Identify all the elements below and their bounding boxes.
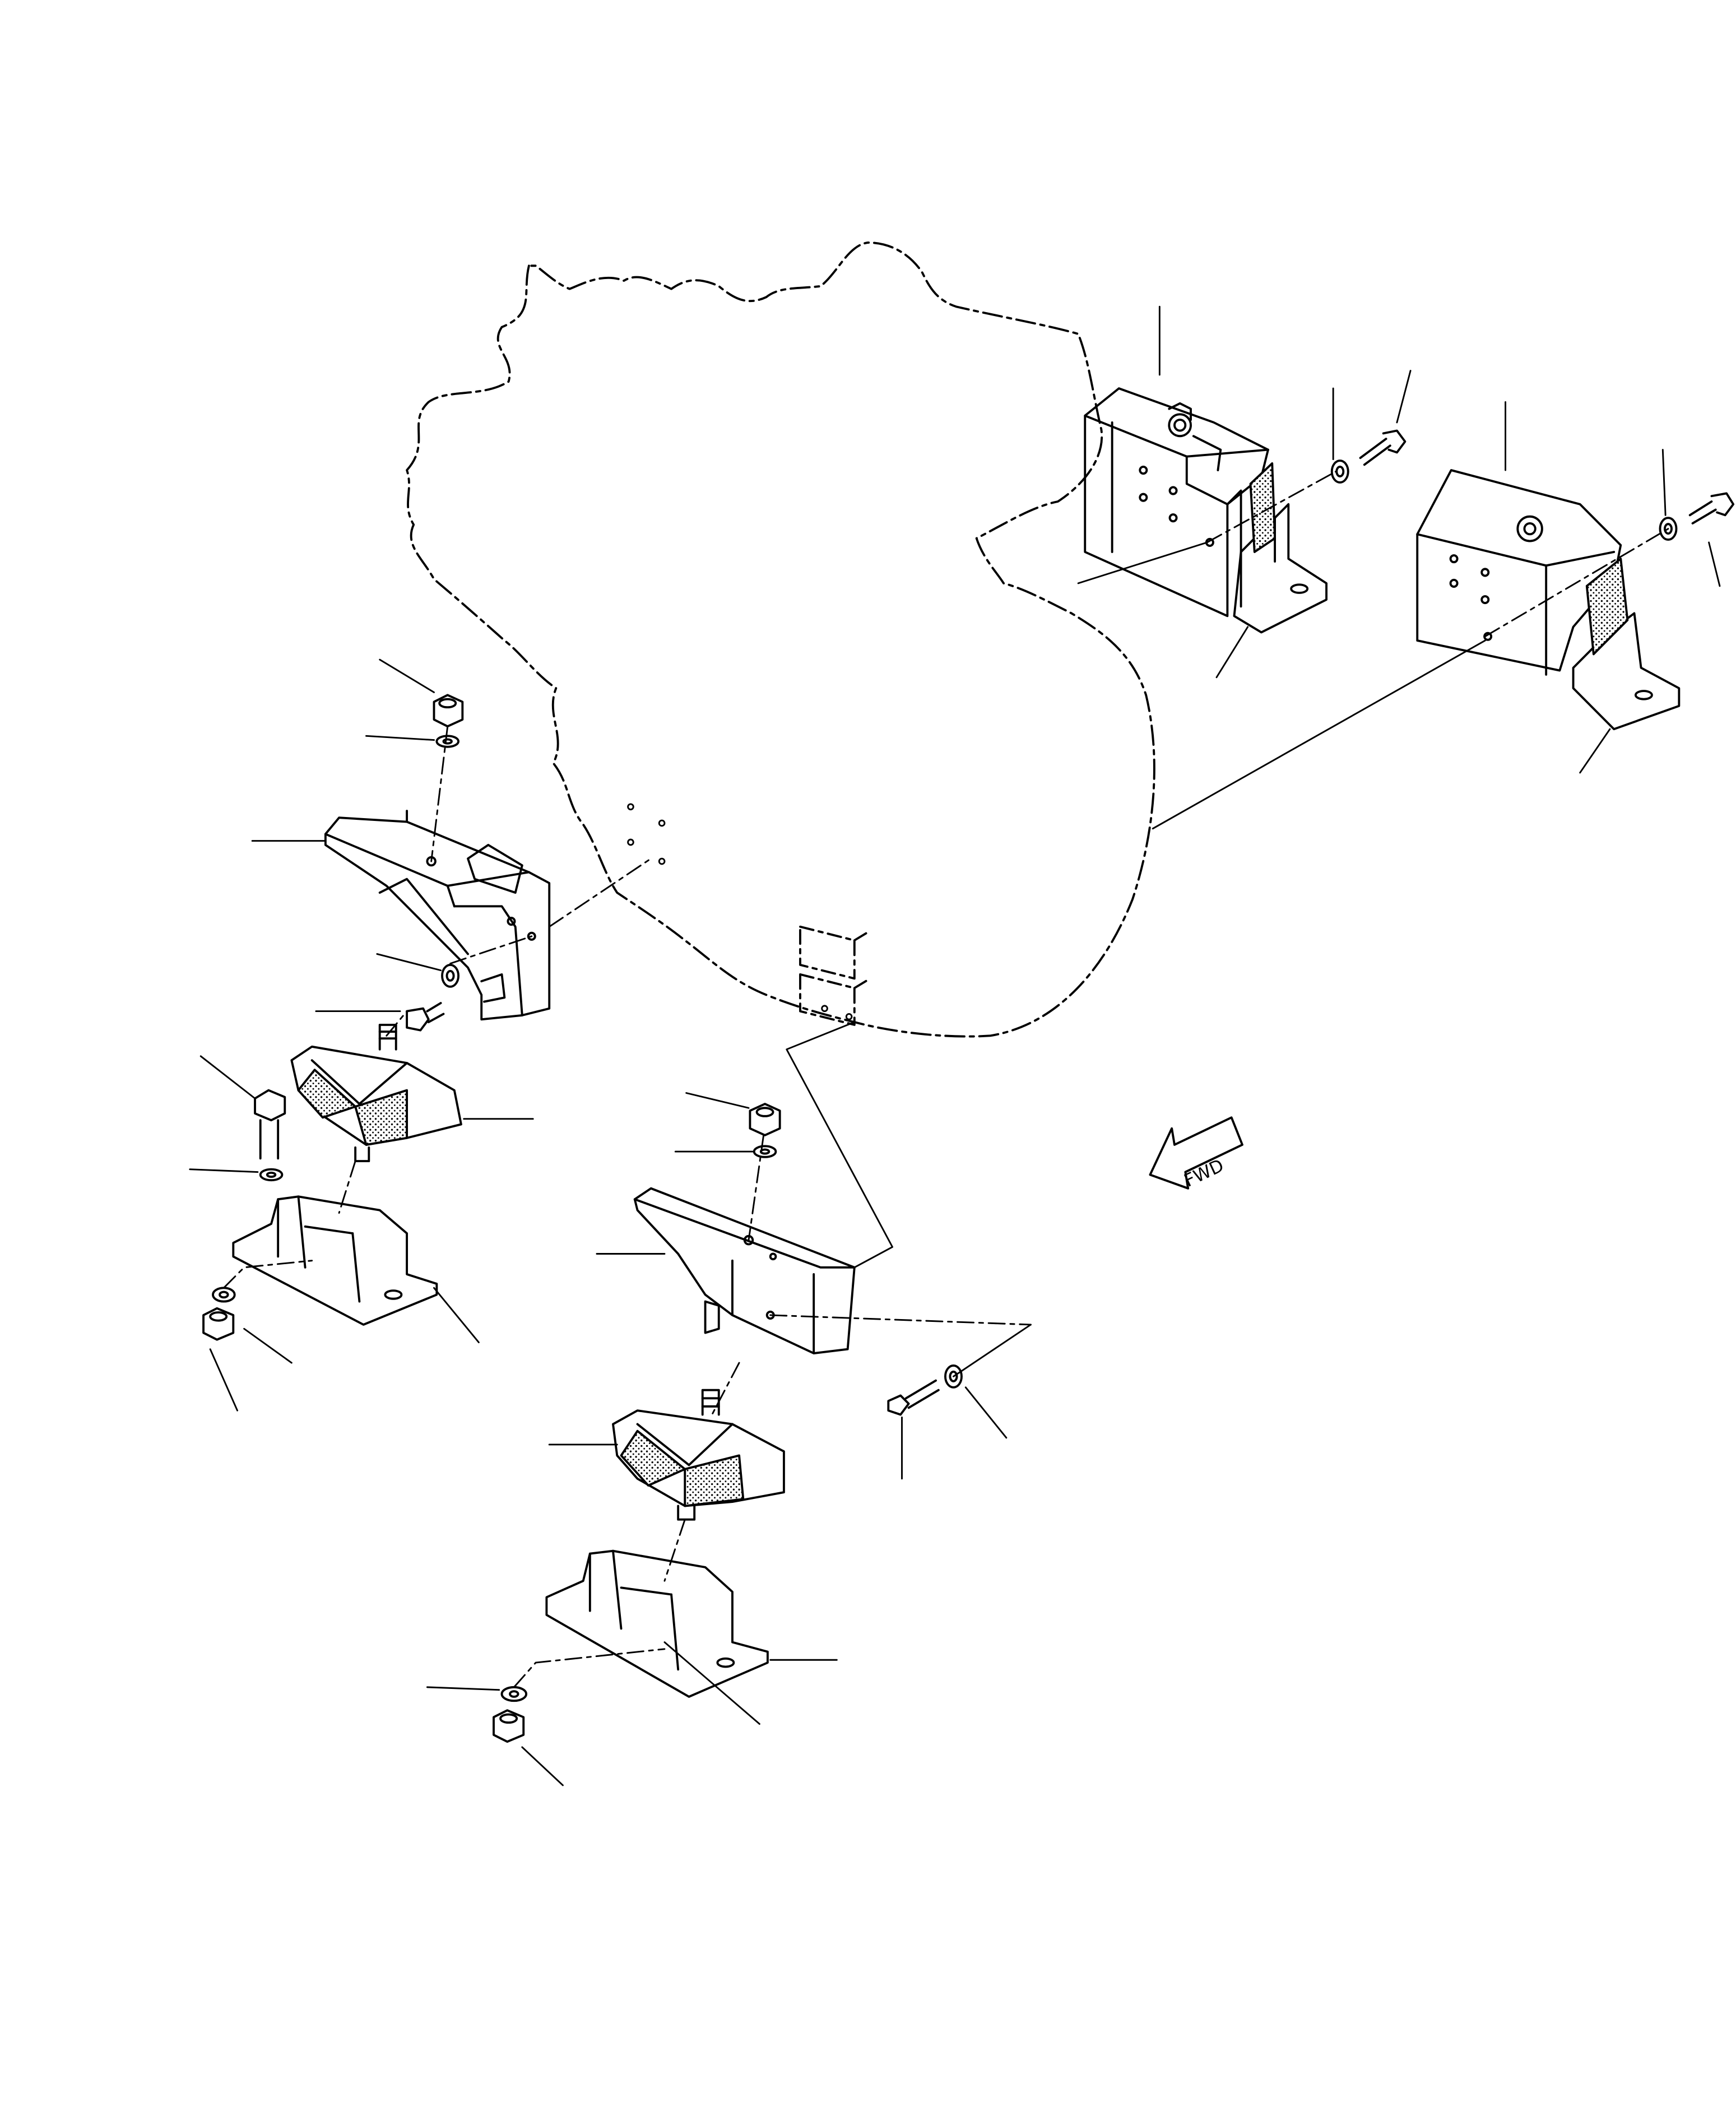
leader-lines [189,305,1721,1786]
washer-icon [259,1168,284,1182]
nut-icon [493,1709,525,1743]
reference-lines [663,541,1486,1725]
rear-bracket-lower [1416,469,1622,676]
bolt-icon [254,1089,286,1160]
nut-icon [202,1307,235,1341]
rear-rubber-lower [1585,558,1629,656]
nut-icon [749,1103,781,1136]
washer-icon [441,963,460,988]
mount-base-left [232,1195,438,1326]
mount-base-right [545,1549,769,1698]
washer-icon [1659,517,1678,541]
assembly-lines [222,471,1669,1688]
washer-icon [212,1287,236,1303]
bolt-icon [1688,492,1735,524]
bolt-icon [1359,429,1407,466]
rubber-mount-left-upper [290,1023,462,1163]
rear-mount-base-lower [1572,612,1681,731]
front-bracket-right [633,1187,856,1354]
engine-outline [406,241,1155,1038]
bolt-icon [406,1002,445,1032]
washer-icon [435,735,460,748]
engine-mount-boss [799,925,869,1026]
front-bracket-left [324,810,551,1021]
rubber-mount-right [612,1389,785,1521]
washer-icon [753,1145,777,1158]
washer-icon [944,1364,963,1389]
bolt-icon [887,1379,940,1416]
washer-icon [500,1686,528,1702]
rear-mount-base-upper [1233,503,1328,634]
engine-bolt-holes [627,803,853,1020]
nut-icon [433,694,464,728]
fwd-direction-arrow [1149,1116,1243,1190]
rear-rubber-upper [1249,462,1277,553]
washer-icon [1330,459,1349,484]
rear-bracket-upper [1084,387,1269,618]
